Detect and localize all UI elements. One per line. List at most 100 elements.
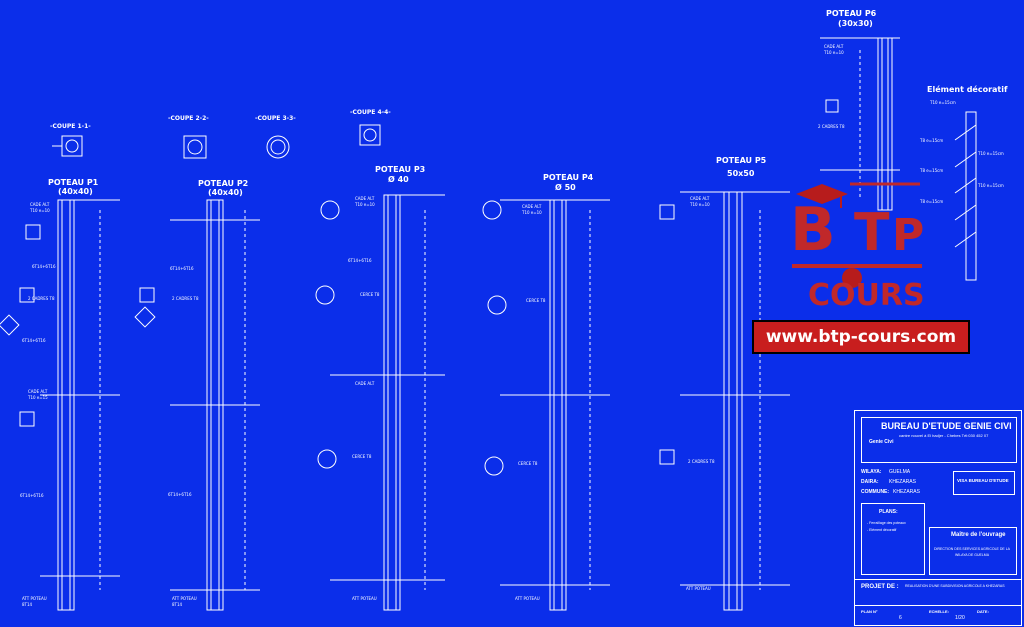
p4-note-t10: T10 e=10 [521,210,542,215]
p4-note-cercle2: CERCE T8 [518,461,538,466]
p6-note-cadres: 2 CADRES T8 [818,124,845,129]
title-block: BUREAU D'ETUDE GENIE CIVI Genie Civi can… [854,410,1022,626]
p5-title: POTEAU P5 [716,156,767,165]
p2-note-t16: 8T14 [172,602,183,607]
p4-note-att: ATT POTEAU [515,596,540,601]
daira-value: KHEZARAS [889,479,916,485]
p2-dims: (40x40) [208,188,243,197]
date-label: DATE: [977,609,989,614]
website-banner[interactable]: www.btp-cours.com [752,320,970,354]
p5-dims: 50x50 [727,169,755,178]
logo-letter-t: T [854,203,890,263]
column-p1 [0,199,120,611]
p3-title: POTEAU P3 [375,165,425,174]
scale-value: 1/20 [955,615,965,621]
p3-note-t14: 6T14+6T16 [348,258,372,263]
logo-letter-p: P [892,210,924,261]
scale-label: ECHELLE: [929,609,949,614]
visa-label: VISA BUREAU D'ETUDE [957,478,1009,483]
decorative-labels: Elément décoratif T10 e=15cm T8 e=15cm T… [919,84,1008,204]
commune-value: KHEZARAS [893,489,920,495]
owner-value: DIRECTION DES SERVICES AGRICOLE DE LA WI… [934,547,1010,557]
section-2-2 [183,135,207,159]
p3-note-cercle2: CERCE T8 [352,454,372,459]
section-4-4 [359,124,381,146]
section-1-title: -COUPE 1-1- [50,123,91,130]
p5-note-cadre: CADE ALT [690,196,710,201]
p1-note-t14: 6T14+6T16 [32,264,56,269]
firm-logo-text: Genie Civi [869,439,894,445]
p1-note-t16: 8T14 [22,602,33,607]
plan-number-value: 6 [899,615,902,621]
p3-note-cadre2: CADE ALT [355,381,375,386]
p1-note-cadre2: CADE ALT [28,389,48,394]
firm-name: BUREAU D'ETUDE GENIE CIVI [881,421,1012,431]
logo-letter-b: B [790,195,836,265]
column-titles: POTEAU P1 (40x40) POTEAU P2 (40x40) POTE… [48,9,877,197]
graduation-cap-icon [796,184,848,204]
p4-note-cercle: CERCE T8 [526,298,546,303]
p3-note-t10: T10 e=10 [354,202,375,207]
p6-title: POTEAU P6 [826,9,877,18]
firm-header [861,417,1017,463]
firm-address: cantre nouvel à El hadjer - Chebes Tél:0… [899,433,989,438]
project-separator [855,579,1021,580]
p4-title: POTEAU P4 [543,173,594,182]
logo-cours-text: COURS [808,278,925,313]
p3-dims: Ø 40 [388,174,409,184]
plan-number-label: PLAN N° [861,609,878,614]
p5-note-att: ATT POTEAU [686,586,711,591]
wilaya-label: WILAYA: [861,469,882,475]
section-3-3 [266,135,290,159]
decor-title: Elément décoratif [927,84,1008,94]
owner-label: Maître de l'ouvrage [951,532,1006,538]
section-titles: -COUPE 1-1- -COUPE 2-2- -COUPE 3-3- -COU… [50,109,391,130]
section-4-title: -COUPE 4-4- [350,109,391,116]
btp-cours-logo: B T P COURS [752,180,972,356]
p2-note-att: ATT POTEAU [172,596,197,601]
column-p4 [482,199,610,611]
column-p5 [659,191,790,611]
daira-label: DAIRA: [861,479,879,485]
column-p3 [315,194,445,611]
owner-box [929,527,1017,575]
section-2-title: -COUPE 2-2- [168,115,209,122]
p1-dims: (40x40) [58,187,93,196]
plan-item-2: - Elément décoratif [867,528,897,532]
p1-note-att: ATT POTEAU [22,596,47,601]
p1-note-t14b: 6T14+6T16 [22,338,46,343]
p3-note-cadre: CADE ALT [355,196,375,201]
p1-note-cadres: 2 CADRES T8 [28,296,55,301]
section-3-title: -COUPE 3-3- [255,115,296,122]
column-p2 [134,199,260,611]
decor-bar-2: T8 e=15cm [919,138,943,143]
p6-note-cadre: CADE ALT [824,44,844,49]
section-1-1 [52,135,83,157]
footer-separator [855,605,1021,606]
linework [0,37,977,611]
column-p6 [820,37,900,211]
plan-item-1: - Ferraillage des poteaux [867,521,906,525]
p6-dims: (30x30) [838,19,873,28]
decor-bar-3: T10 e=15cm [977,151,1004,156]
p5-note-t10: T10 e=10 [689,202,710,207]
plans-label: PLANS: [879,509,898,515]
project-label: PROJET DE : [861,584,899,590]
p3-note-att: ATT POTEAU [352,596,377,601]
p1-note-cadre: CADE ALT [30,202,50,207]
rebar-notes: CADE ALT T10 e=10 6T14+6T16 2 CADRES T8 … [20,44,845,607]
p1-title: POTEAU P1 [48,178,99,187]
p6-note-t10: T10 e=10 [823,50,844,55]
p1-note-t10: T10 e=10 [29,208,50,213]
helmet-icon [842,268,862,288]
visa-box [953,471,1015,495]
p2-note-t14b: 6T14+6T16 [168,492,192,497]
p1-note-t10b: T10 e=15 [27,395,48,400]
p5-note-cadres: 2 CADRES T8 [688,459,715,464]
project-value: REALISATION D'UNE SUBDIVISION AGRICOLE A… [905,584,1005,588]
decorative-element [954,111,977,281]
p4-dims: Ø 50 [555,182,576,192]
p2-title: POTEAU P2 [198,179,248,188]
decor-bar-1: T10 e=15cm [929,100,956,105]
